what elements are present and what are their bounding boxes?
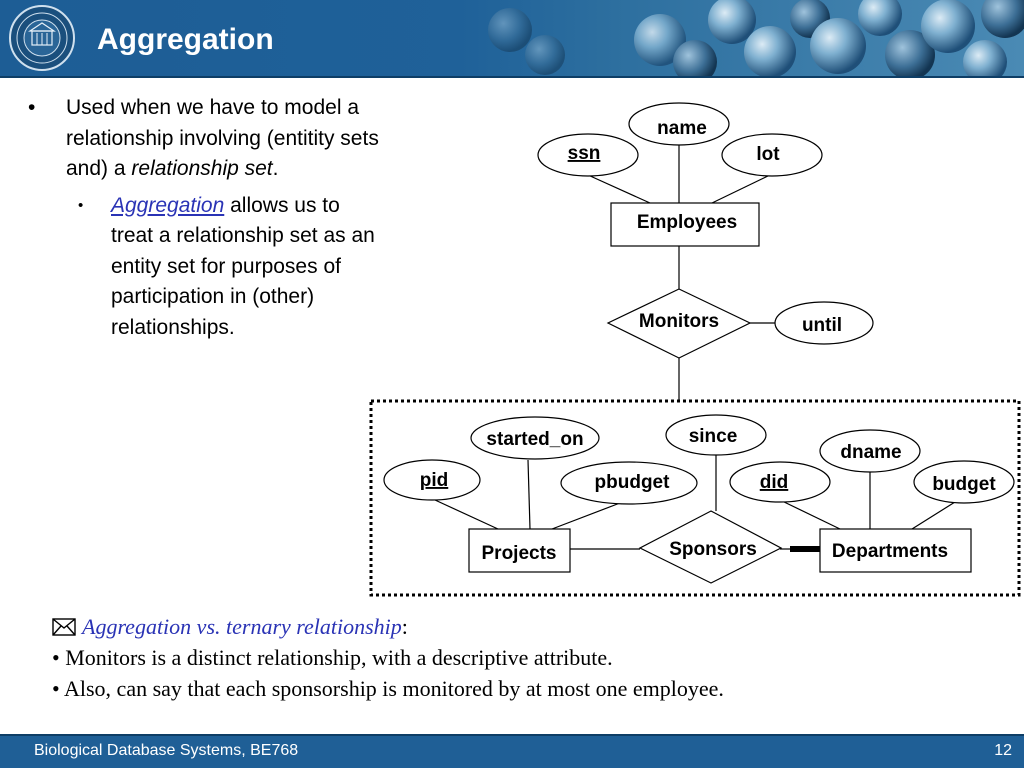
- svg-text:ssn: ssn: [568, 143, 601, 164]
- entity-employees: Employees: [610, 202, 760, 247]
- attribute-name: name: [628, 102, 730, 146]
- attribute-budget: budget: [913, 460, 1015, 504]
- note-heading: Aggregation vs. ternary relationship:: [52, 611, 1012, 642]
- note-heading-text: Aggregation vs. ternary relationship: [82, 614, 402, 639]
- note-line-2: • Also, can say that each sponsorship is…: [52, 676, 724, 701]
- attribute-until: until: [774, 301, 874, 345]
- bullet-sub-text: allows us to treat a relationship set as…: [111, 193, 375, 339]
- bullet-sub: • Aggregation allows us to treat a relat…: [26, 191, 386, 344]
- slide-header: Aggregation: [0, 0, 1024, 78]
- aggregation-link[interactable]: Aggregation: [111, 193, 225, 217]
- svg-text:Monitors: Monitors: [639, 311, 719, 332]
- header-divider: [0, 76, 1024, 78]
- attribute-did: did: [729, 461, 831, 503]
- svg-text:did: did: [760, 472, 789, 493]
- svg-text:lot: lot: [756, 144, 780, 165]
- attribute-ssn: ssn: [537, 133, 639, 177]
- svg-text:dname: dname: [840, 442, 901, 463]
- attribute-since: since: [665, 414, 767, 456]
- attribute-started-on: started_on: [470, 416, 600, 460]
- svg-text:started_on: started_on: [486, 429, 583, 450]
- svg-text:Sponsors: Sponsors: [669, 539, 757, 560]
- slide-footer: Biological Database Systems, BE768 12: [0, 734, 1024, 768]
- sub-bullet-marker: •: [78, 196, 84, 214]
- entity-projects: Projects: [468, 528, 571, 573]
- comparison-note: Aggregation vs. ternary relationship: • …: [52, 611, 1012, 704]
- slide-title: Aggregation: [97, 23, 274, 56]
- entity-departments: Departments: [819, 528, 972, 573]
- bullet-list: • Used when we have to model a relations…: [26, 93, 386, 343]
- svg-text:name: name: [657, 118, 707, 139]
- bullet-main-emphasis: relationship set: [131, 157, 273, 180]
- note-heading-colon: :: [401, 614, 408, 639]
- svg-text:budget: budget: [932, 474, 996, 495]
- attribute-dname: dname: [819, 429, 921, 473]
- svg-text:Projects: Projects: [482, 543, 557, 564]
- svg-text:pbudget: pbudget: [595, 472, 671, 493]
- note-line-1: • Monitors is a distinct relationship, w…: [52, 645, 613, 670]
- university-seal-logo: [9, 5, 75, 71]
- page-number: 12: [994, 742, 1012, 759]
- aggregation-box: [369, 399, 1021, 597]
- bullet-marker: •: [28, 96, 36, 119]
- relationship-sponsors: Sponsors: [638, 510, 783, 584]
- attribute-pid: pid: [383, 459, 481, 501]
- attribute-lot: lot: [721, 133, 823, 177]
- bullet-main-end: .: [272, 157, 279, 180]
- svg-text:since: since: [689, 426, 738, 447]
- molecule-graphic: [488, 0, 1024, 76]
- svg-text:Departments: Departments: [832, 541, 948, 562]
- bullet-main-text: Used when we have to model a relationshi…: [66, 96, 379, 180]
- attribute-pbudget: pbudget: [560, 461, 698, 505]
- footer-course: Biological Database Systems, BE768: [34, 742, 299, 759]
- bullet-main: • Used when we have to model a relations…: [26, 93, 386, 185]
- envelope-icon: [52, 618, 76, 636]
- svg-text:Employees: Employees: [637, 212, 737, 233]
- svg-text:pid: pid: [420, 470, 449, 491]
- relationship-monitors: Monitors: [606, 288, 752, 359]
- svg-text:until: until: [802, 315, 842, 336]
